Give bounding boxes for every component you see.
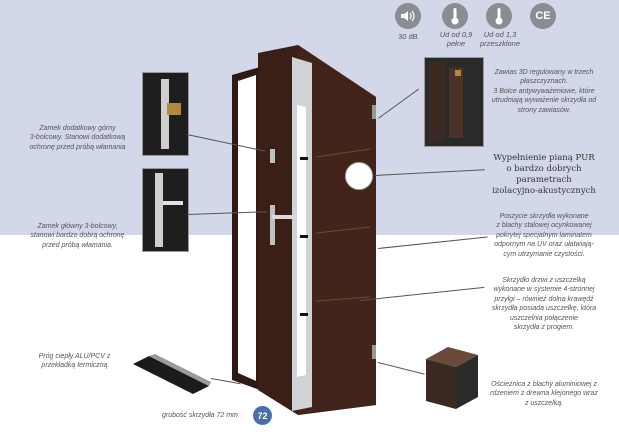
threshold-photo xyxy=(131,350,211,396)
ce-mark-icon: CE xyxy=(530,3,556,29)
door-illustration xyxy=(232,45,376,415)
frame-note: Ościeżnica z blachy aluminiowej z rdzeni… xyxy=(490,381,598,407)
thermal-glazed-label: Ud od 1,3 przeszklone xyxy=(479,30,521,48)
thermometer-icon xyxy=(486,3,512,29)
frame-photo xyxy=(424,345,480,411)
speaker-icon xyxy=(395,3,421,29)
thermometer-icon xyxy=(442,3,468,29)
main-lock-note: Zamek główny 3-bolcowy, stanowi bardzo d… xyxy=(30,223,125,249)
hinge-note: Zawias 3D regulowany w trzech płaszczyzn… xyxy=(491,69,597,114)
upper-lock-photo xyxy=(142,72,189,156)
filling-marker xyxy=(345,162,373,190)
upper-lock-note: Zamek dodatkowy górny 3-bolcowy. Stanowi… xyxy=(29,125,126,151)
hinge-photo xyxy=(424,57,484,147)
gasket-note: Skrzydło drzwi z uszczelką wykonane w sy… xyxy=(491,277,597,332)
coating-note: Poszycie skrzydła wykonane z blachy stal… xyxy=(494,213,594,258)
filling-note: Wypełnienie pianą PUR o bardzo dobrych p… xyxy=(492,153,596,197)
threshold-note: Próg ciepły ALU/PCV z przekładką termicz… xyxy=(38,353,111,370)
sound-rating-label: 30 dB xyxy=(398,32,418,41)
main-lock-photo xyxy=(142,168,189,252)
thermal-full-label: Ud od 0,9 pełne xyxy=(439,30,473,48)
thickness-badge: 72 xyxy=(253,406,272,425)
thickness-note: grubość skrzydła 72 mm xyxy=(162,412,238,419)
